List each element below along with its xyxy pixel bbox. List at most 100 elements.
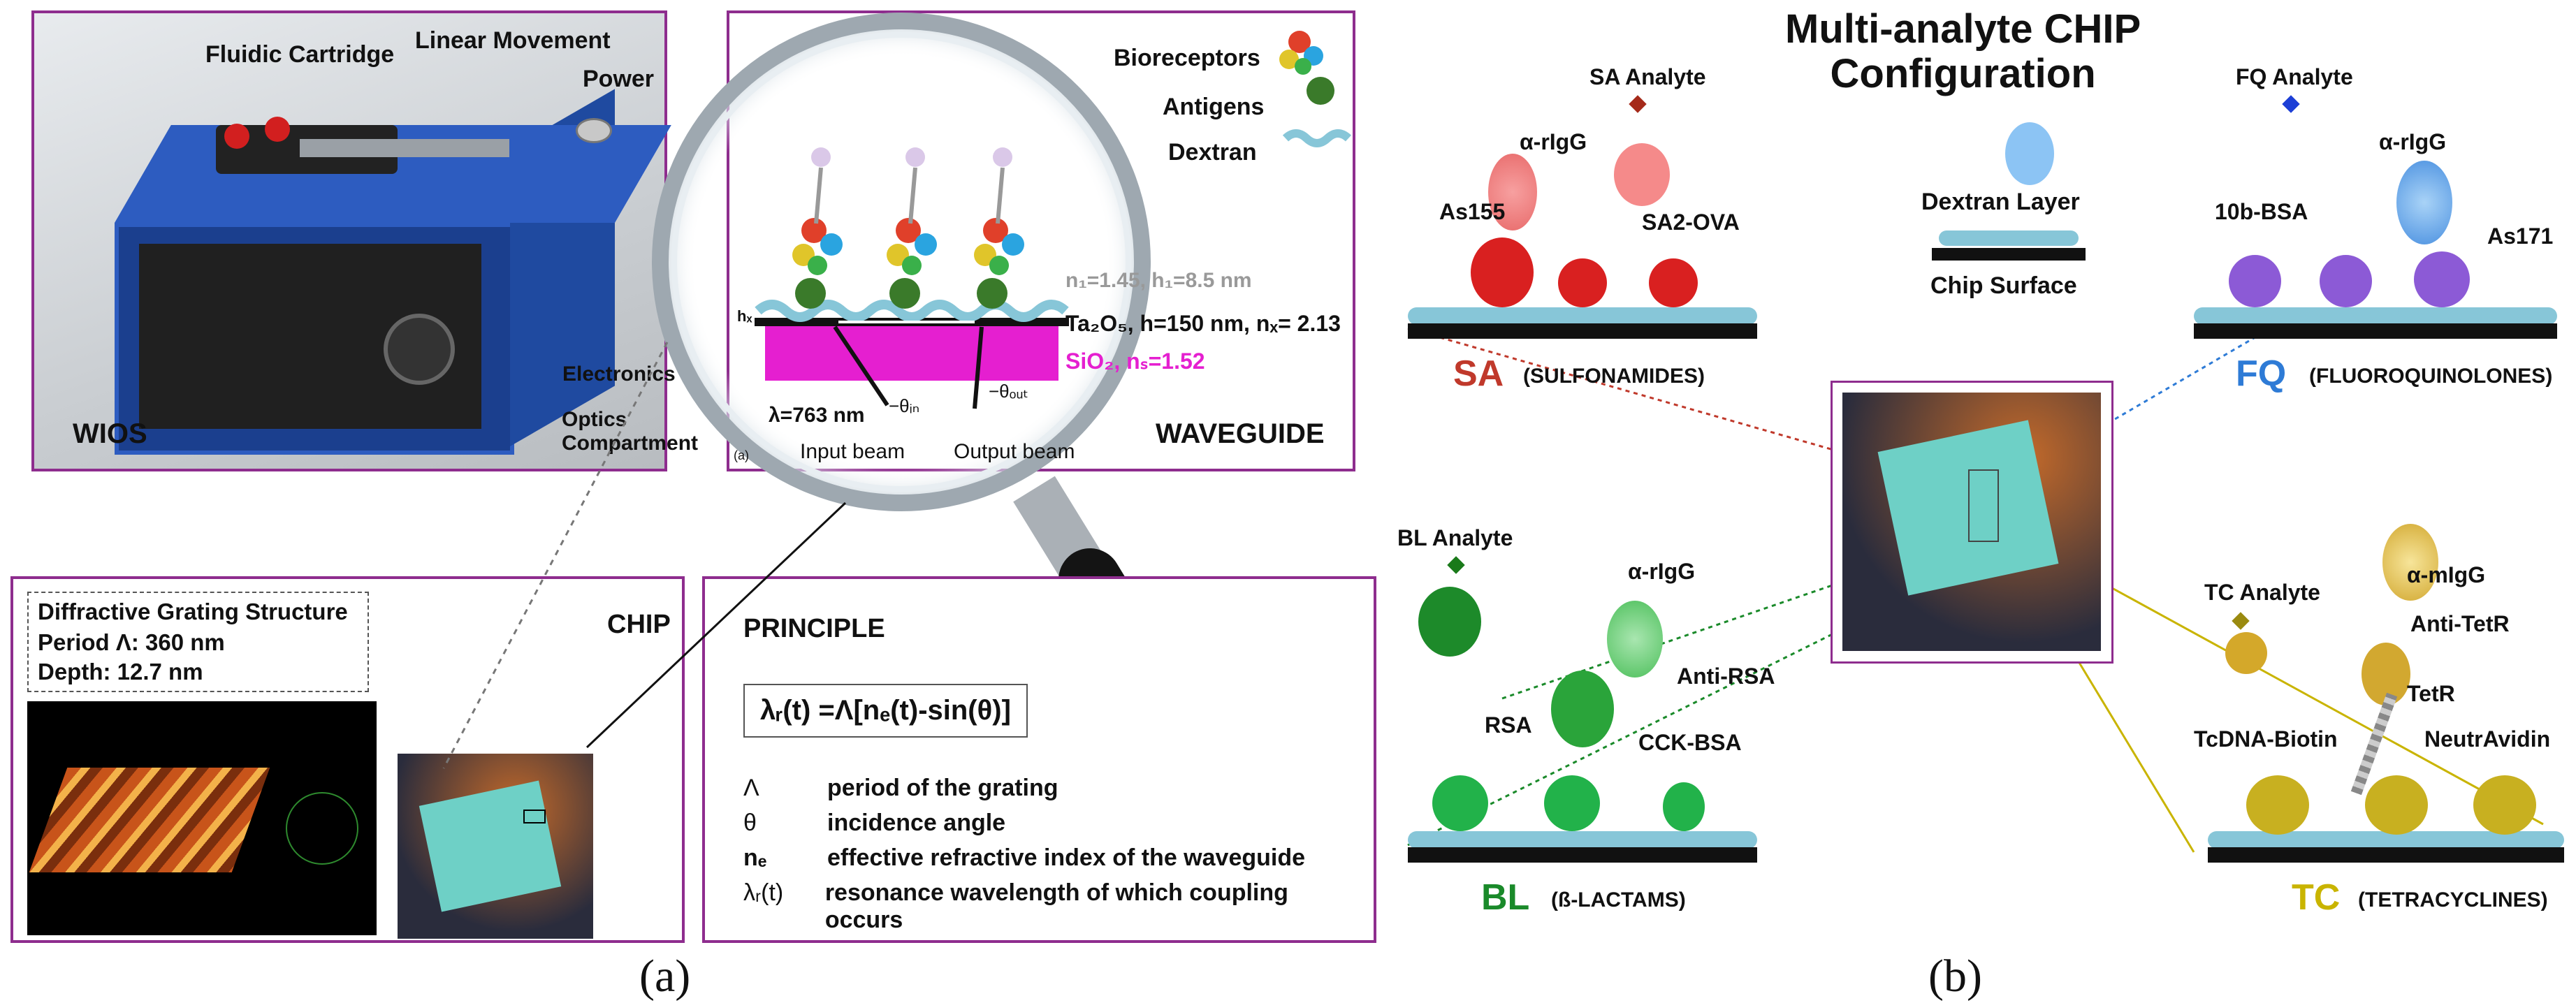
panel-b-title: Multi-analyte CHIP Configuration (1785, 6, 2141, 96)
bl-analyte-cluster (1418, 587, 1481, 657)
sa-surface (1408, 323, 1757, 339)
fq-analyte-cluster (2005, 122, 2054, 185)
theta-in-label: −θᵢₙ (889, 395, 920, 416)
tc-neutravidin-1 (2246, 775, 2309, 835)
tc-neutravidin-3 (2473, 775, 2536, 835)
power-button (576, 118, 612, 143)
sa-igg-label: α-rIgG (1520, 129, 1587, 154)
fq-receptor-1 (2229, 255, 2281, 307)
sa-receptor-3 (1649, 258, 1698, 307)
def-text: resonance wavelength of which coupling o… (824, 879, 1288, 933)
bl-ab-label: Anti-RSA (1677, 664, 1775, 689)
tc-surface (2208, 847, 2564, 863)
sa-analyte-icon (1629, 95, 1647, 113)
tc-analyte-label: TC Analyte (2204, 580, 2320, 605)
sa-analyte-label: SA Analyte (1589, 64, 1706, 89)
sa-receptor-2 (1558, 258, 1607, 307)
tc-tetr-label: TetR (2407, 681, 2455, 706)
fq-analyte-label: FQ Analyte (2236, 64, 2353, 89)
tc-neutravidin-2 (2365, 775, 2428, 835)
antigens-label: Antigens (1163, 94, 1265, 120)
chip-photo (398, 754, 593, 939)
fq-conj-label: 10b-BSA (2215, 199, 2308, 224)
sa-igg-icon (1488, 154, 1537, 230)
label-b: (b) (1928, 951, 1982, 1002)
def-text: period of the grating (827, 775, 1058, 801)
principle-equation: λᵣ(t) =Λ[nₑ(t)-sin(θ)] (743, 684, 1028, 738)
bl-receptor-2 (1544, 775, 1600, 831)
bl-abbr: BL (1481, 877, 1530, 918)
tc-analyte-cluster (2225, 632, 2267, 674)
chip-title: CHIP (607, 610, 671, 639)
bl-analyte-icon (1447, 556, 1465, 574)
def-text: effective refractive index of the wavegu… (827, 844, 1306, 871)
bl-rsa-label: RSA (1485, 712, 1532, 738)
fq-name: (FLUOROQUINOLONES) (2309, 365, 2553, 388)
bl-surface (1408, 847, 1757, 863)
red-knob-1 (224, 124, 249, 149)
bl-conj-label: CCK-BSA (1638, 730, 1742, 755)
fq-analyte-icon (2282, 95, 2300, 113)
label-a: (a) (639, 951, 691, 1002)
chip-panel: Diffractive Grating Structure Period Λ: … (10, 576, 685, 943)
chip-surface-bar (1932, 248, 2086, 261)
linear-label: Linear Movement (415, 27, 611, 54)
bl-dextran (1408, 831, 1757, 849)
optics-lens (384, 314, 455, 385)
bl-receptor-3 (1663, 782, 1705, 831)
fq-dextran (2194, 307, 2557, 325)
def-row: λᵣ(t) resonance wavelength of which coupl… (743, 879, 1358, 933)
chip-square (419, 780, 562, 912)
wios-title: WIOS (73, 418, 147, 449)
def-row: nₑ effective refractive index of the wave… (743, 844, 1358, 879)
tc-dna-label: TcDNA-Biotin (2194, 726, 2338, 752)
bl-igg-label: α-rIgG (1628, 559, 1696, 584)
bl-igg-icon (1607, 601, 1663, 678)
central-chip-frame (1831, 381, 2113, 664)
def-symbol: nₑ (743, 844, 767, 871)
wios-device-photo (34, 13, 671, 469)
def-symbol: λᵣ(t) (743, 879, 784, 906)
tc-name: (TETRACYCLINES) (2358, 888, 2548, 912)
afm-image (27, 701, 377, 935)
dextran-layer-label: Dextran Layer (1921, 189, 2080, 215)
def-symbol: Λ (743, 775, 759, 801)
afm-compass (286, 792, 358, 865)
n1-label: n₁=1.45, h₁=8.5 nm (1065, 269, 1252, 292)
tc-igg-icon (2382, 524, 2438, 601)
optics-label: Optics Compartment (562, 408, 699, 455)
sa-analyte-cluster (1614, 143, 1670, 206)
fq-receptor-3 (2414, 251, 2470, 307)
central-chip-photo (1842, 393, 2101, 651)
ta2o5-label: Ta₂O₅, h=150 nm, nₓ= 2.13 (1065, 311, 1341, 336)
waveguide-panel: Bioreceptors Antigens Dextran WAVEGUIDE (727, 10, 1355, 471)
sa-receptor-1 (1471, 237, 1534, 307)
power-label: Power (583, 66, 655, 92)
rail (300, 139, 509, 157)
input-beam-label: Input beam (800, 440, 905, 463)
chip-surface-label: Chip Surface (1930, 272, 2077, 299)
bl-receptor-1 (1432, 775, 1488, 831)
sa-ab-label: As155 (1439, 199, 1506, 224)
hf-label: hₓ (737, 307, 752, 325)
bl-name: (ß-LACTAMS) (1551, 888, 1686, 912)
sub-label: (a) (734, 448, 749, 462)
fq-receptor-2 (2320, 255, 2372, 307)
tc-ab-label: Anti-TetR (2410, 611, 2510, 636)
fq-surface (2194, 323, 2557, 339)
principle-title: PRINCIPLE (743, 614, 885, 643)
waveguide-title: WAVEGUIDE (1156, 418, 1325, 449)
grating-line3: Depth: 12.7 nm (38, 659, 203, 684)
tc-neutr-label: NeutrAvidin (2424, 726, 2551, 752)
theta-out-label: −θₒᵤₜ (989, 381, 1029, 402)
dextran-label: Dextran (1168, 139, 1257, 166)
fluidic-label: Fluidic Cartridge (205, 41, 395, 68)
sa-name: (SULFONAMIDES) (1523, 365, 1705, 388)
dextran-sample (1939, 230, 2079, 246)
fq-igg-label: α-rIgG (2379, 129, 2447, 154)
lambda-label: λ=763 nm (769, 404, 865, 427)
